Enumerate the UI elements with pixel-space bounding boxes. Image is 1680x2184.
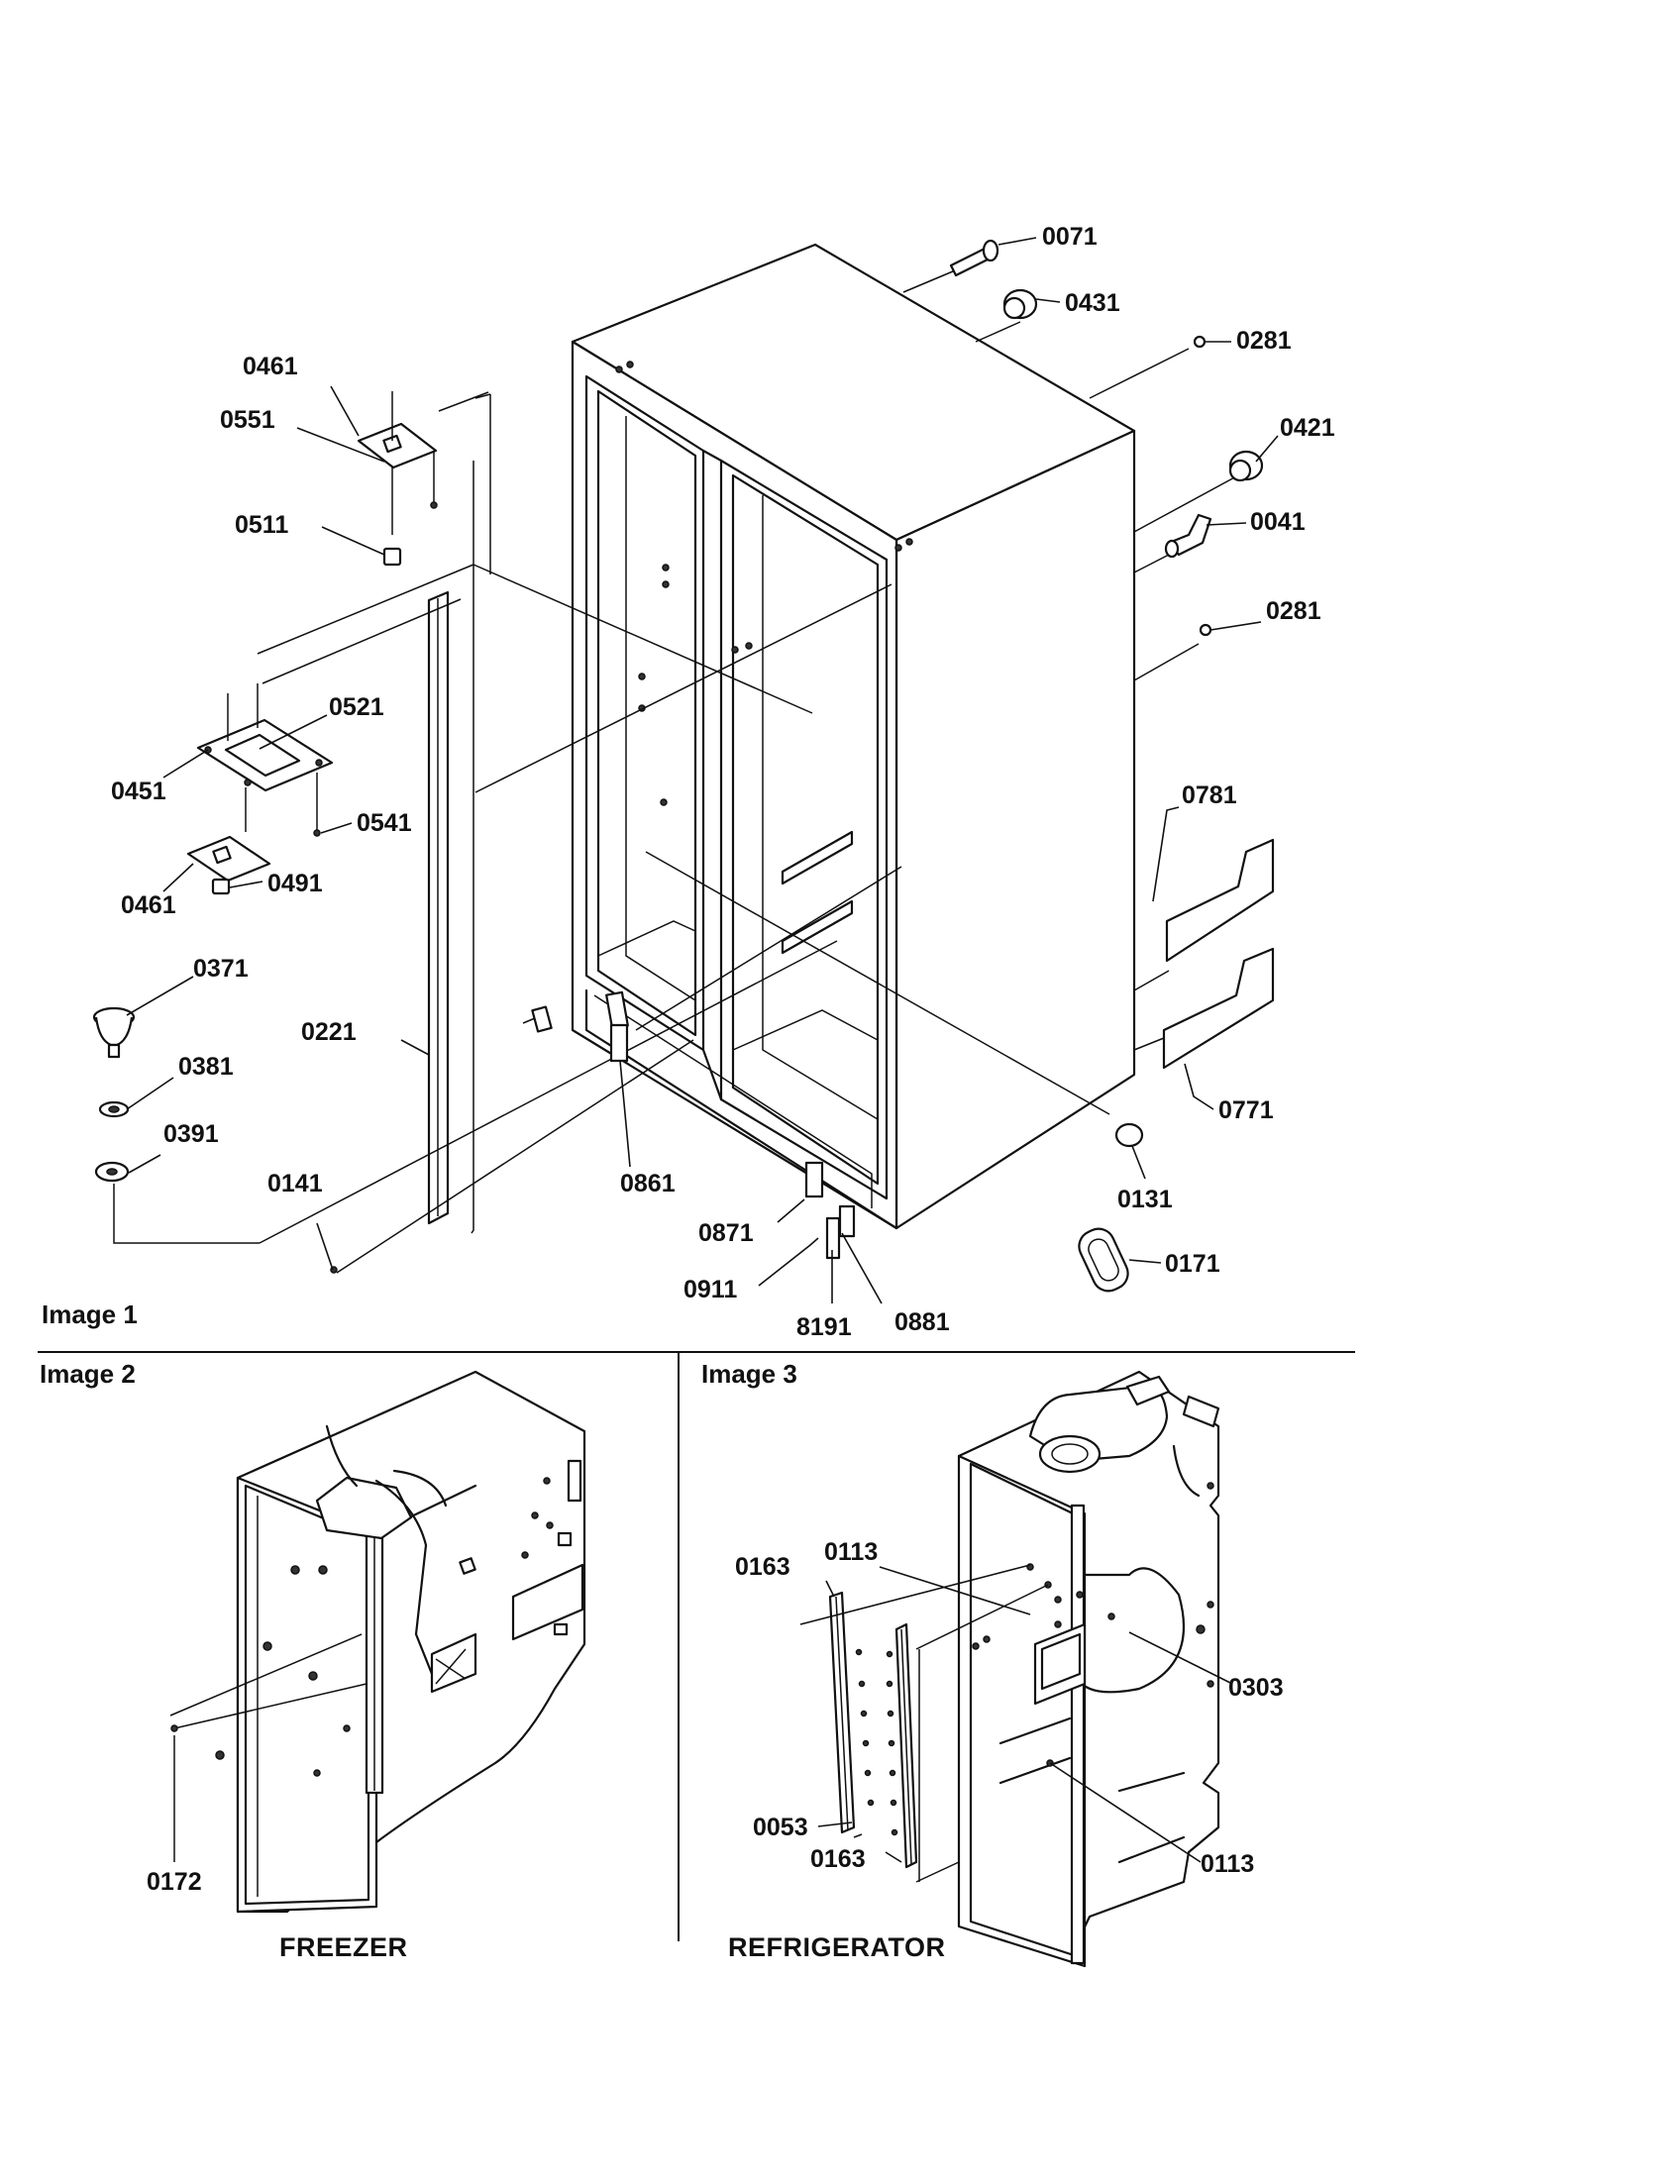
part-0071-icon [949, 239, 999, 277]
label-0771: 0771 [1218, 1096, 1274, 1124]
image2-title: Image 2 [40, 1359, 136, 1389]
part-0461-bottom-icon [186, 835, 271, 883]
label-0303: 0303 [1228, 1674, 1284, 1702]
part-0391-icon [94, 1161, 130, 1183]
label-0911: 0911 [683, 1276, 737, 1303]
label-0521: 0521 [329, 693, 384, 721]
label-0281-lower: 0281 [1266, 597, 1321, 625]
label-0431: 0431 [1065, 289, 1120, 317]
part-0281-icon [1193, 335, 1207, 349]
label-0461-top: 0461 [243, 353, 298, 380]
shelf-rail-right [886, 1622, 918, 1869]
label-8191: 8191 [796, 1313, 852, 1341]
part-0041-icon [1164, 513, 1212, 559]
image1-title: Image 1 [42, 1300, 138, 1329]
part-0381-icon [98, 1100, 130, 1118]
label-0491: 0491 [267, 870, 323, 897]
part-0491-icon [211, 878, 231, 895]
label-0381: 0381 [178, 1053, 234, 1081]
label-0053: 0053 [753, 1814, 808, 1841]
label-0221: 0221 [301, 1018, 357, 1046]
image3-title: Image 3 [701, 1359, 797, 1389]
freezer-caption: FREEZER [279, 1932, 408, 1962]
image1-cabinet-drawing: 0071 0431 0281 0421 0041 0281 0781 0771 … [92, 223, 1335, 1341]
part-0461-top-icon [357, 391, 438, 469]
part-0281b-icon [1199, 623, 1212, 637]
label-0281-upper: 0281 [1236, 327, 1292, 355]
label-0391: 0391 [163, 1120, 219, 1148]
label-0371: 0371 [193, 955, 249, 983]
refrigerator-caption: REFRIGERATOR [728, 1932, 946, 1962]
label-0861: 0861 [620, 1170, 676, 1197]
label-0041: 0041 [1250, 508, 1306, 536]
part-0371-icon [92, 1006, 136, 1059]
part-0171-icon [1078, 1227, 1129, 1293]
label-0461-bottom: 0461 [121, 891, 176, 919]
label-0781: 0781 [1182, 781, 1237, 809]
image2-freezer-drawing: 0172 [147, 1370, 586, 1914]
label-0071: 0071 [1042, 223, 1098, 251]
label-0163-lower: 0163 [810, 1845, 866, 1873]
label-0551: 0551 [220, 406, 275, 434]
label-0131: 0131 [1117, 1186, 1173, 1213]
label-0141: 0141 [267, 1170, 323, 1197]
part-0451-icon [196, 718, 334, 792]
image3-refrigerator-drawing: 0163 0113 0303 0053 0163 0113 [735, 1370, 1284, 1968]
part-0771-icon [1162, 947, 1275, 1070]
label-0871: 0871 [698, 1219, 754, 1247]
label-0451: 0451 [111, 778, 166, 805]
label-0163-upper: 0163 [735, 1553, 790, 1581]
part-0781-icon [1165, 838, 1275, 963]
label-0171: 0171 [1165, 1250, 1220, 1278]
label-0113-lower: 0113 [1201, 1850, 1254, 1878]
label-0511: 0511 [235, 511, 288, 539]
label-0172: 0172 [147, 1868, 202, 1896]
shelf-rail-left [828, 1591, 875, 1834]
part-0431-icon [1002, 288, 1038, 320]
label-0881: 0881 [894, 1308, 950, 1336]
label-0541: 0541 [357, 809, 412, 837]
label-0113-upper: 0113 [824, 1538, 878, 1566]
label-0421: 0421 [1280, 414, 1335, 442]
part-0131-icon [1114, 1122, 1144, 1148]
part-0421-icon [1228, 450, 1264, 482]
part-0511-icon [382, 547, 402, 567]
